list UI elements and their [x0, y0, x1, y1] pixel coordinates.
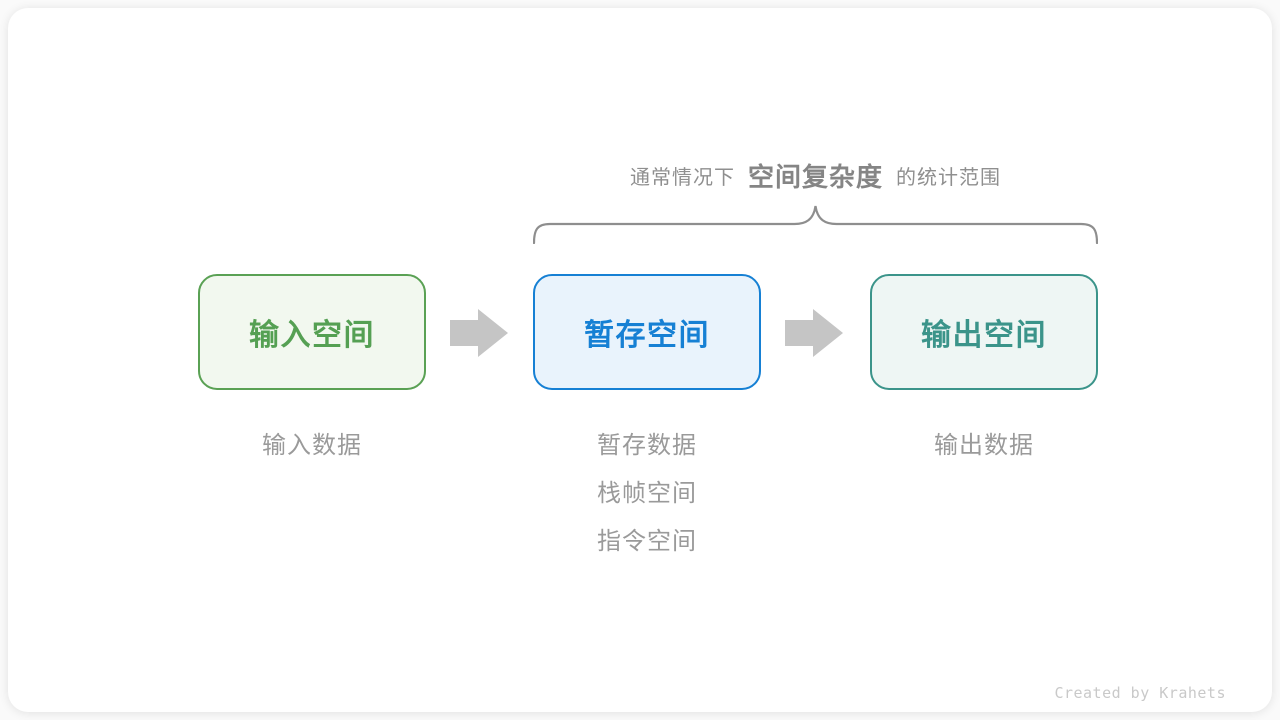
scope-annotation: 通常情况下 空间复杂度 的统计范围 [533, 154, 1098, 196]
arrow-right-icon [450, 309, 508, 357]
curly-brace-icon [533, 205, 1098, 244]
note-line: 指令空间 [597, 528, 697, 555]
annotation-suffix: 的统计范围 [896, 166, 1001, 189]
annotation-prefix: 通常情况下 [629, 166, 735, 189]
diagram-card: 通常情况下 空间复杂度 的统计范围 输入空间 暂存空间 输出空间 输入数据 暂存… [8, 8, 1272, 712]
arrow-right-shape [785, 309, 843, 357]
note-line: 输入数据 [262, 432, 362, 459]
arrow-right-shape [450, 309, 508, 357]
box-input-space: 输入空间 [198, 274, 426, 390]
curly-brace-path [533, 205, 1098, 244]
credit-text: Created by Krahets [1054, 684, 1226, 702]
annotation-highlight: 空间复杂度 [747, 161, 883, 192]
note-output-space: 输出数据 [870, 422, 1098, 470]
note-line: 栈帧空间 [597, 480, 697, 507]
arrow-right-icon [785, 309, 843, 357]
box-input-space-label: 输入空间 [249, 319, 375, 352]
box-buffer-space: 暂存空间 [533, 274, 761, 390]
note-line: 暂存数据 [597, 432, 697, 459]
box-output-space: 输出空间 [870, 274, 1098, 390]
box-output-space-label: 输出空间 [921, 319, 1047, 352]
note-buffer-space: 暂存数据 栈帧空间 指令空间 [533, 422, 761, 566]
box-buffer-space-label: 暂存空间 [584, 319, 710, 352]
note-input-space: 输入数据 [198, 422, 426, 470]
note-line: 输出数据 [934, 432, 1034, 459]
